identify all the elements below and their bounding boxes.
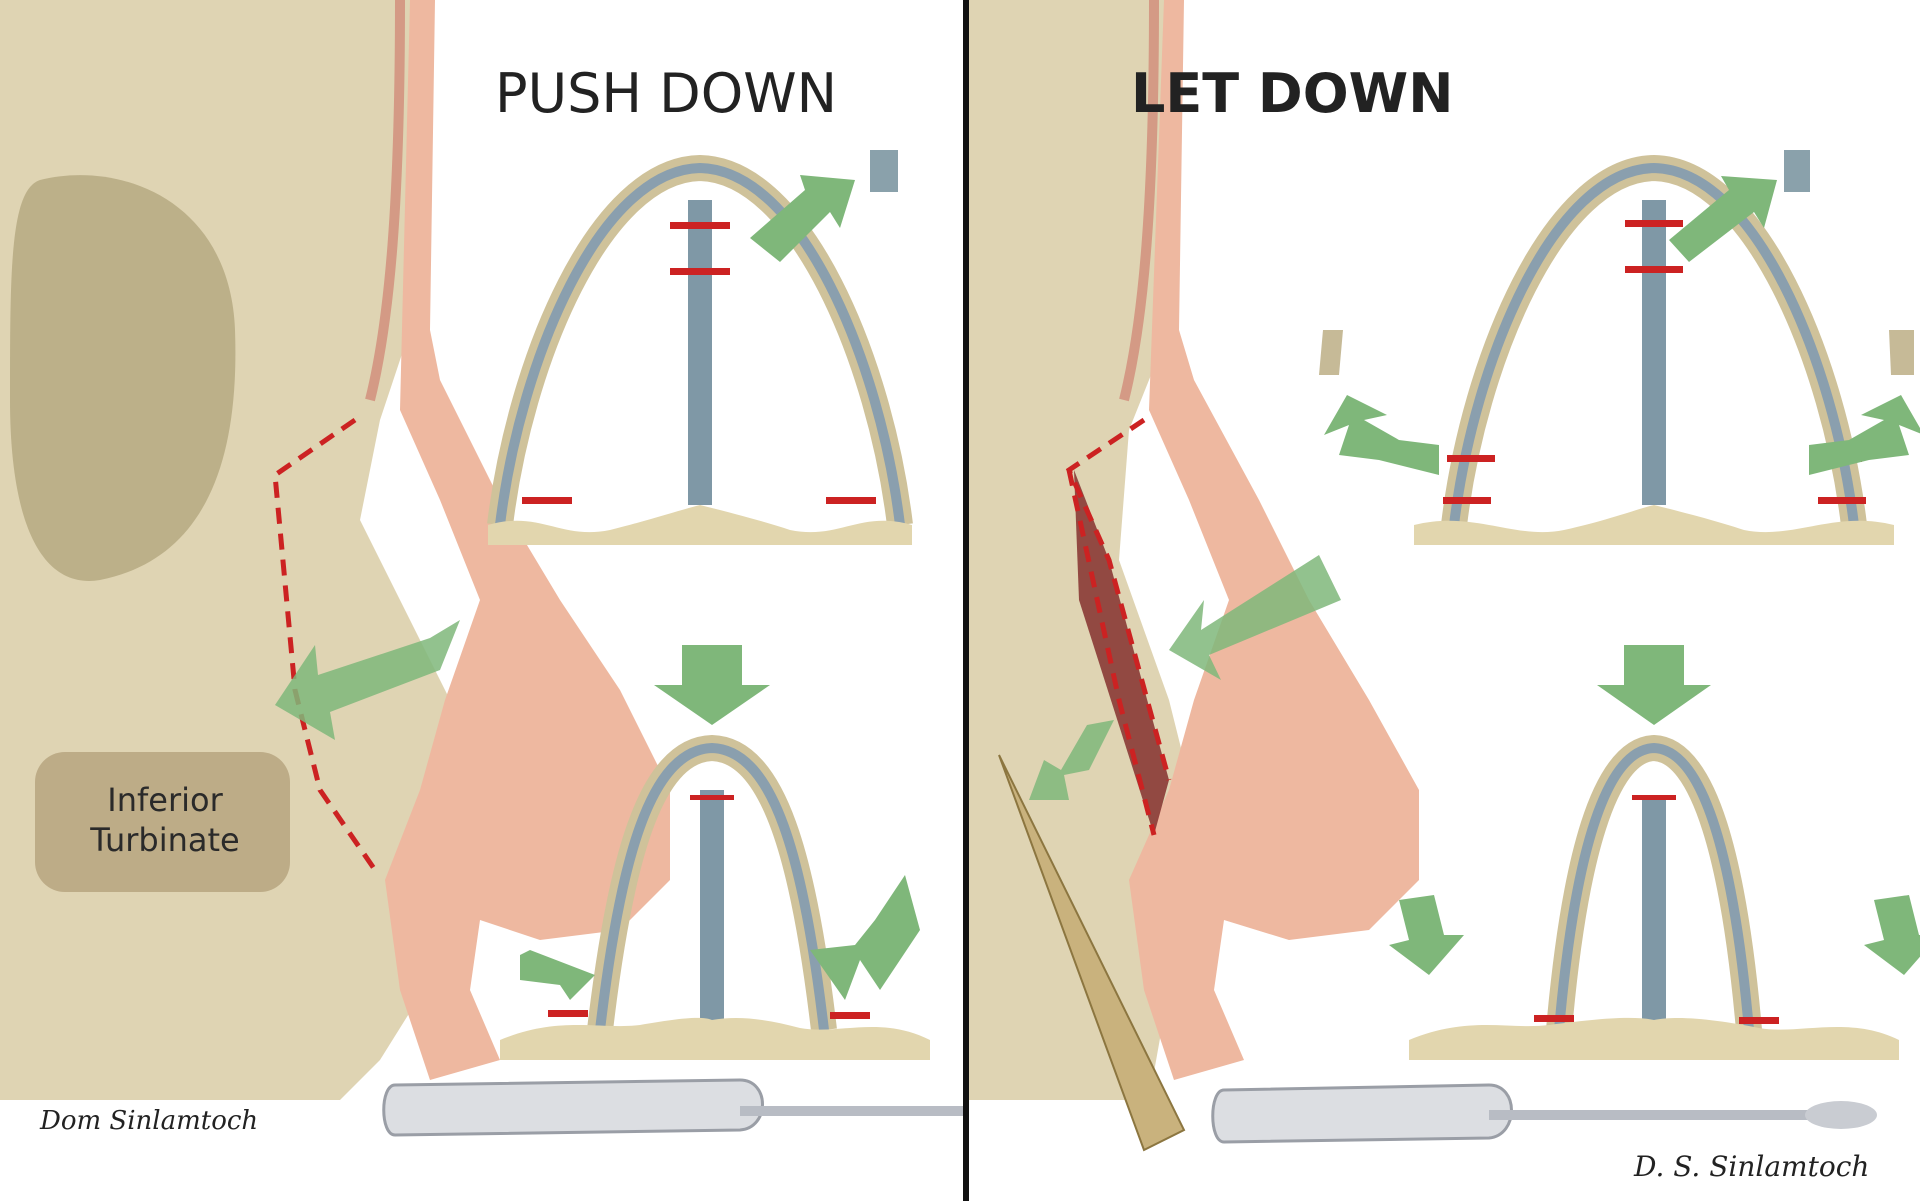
push-down-illustration <box>0 0 963 1137</box>
nasal-packing-instrument <box>382 1078 963 1137</box>
push-down-panel: PUSH DOWN Inferior Turbinate Dom Sinlamt… <box>0 0 963 1137</box>
orbit-shadow <box>10 175 236 581</box>
nasal-bone-edge <box>365 0 405 402</box>
artist-signature-left: Dom Sinlamtoch <box>40 1106 259 1136</box>
bone-fragment-arrow <box>1029 720 1114 800</box>
nasal-bone-edge <box>1119 0 1159 402</box>
cross-section-after <box>1389 645 1920 1060</box>
inferior-turbinate-label-line2: Turbinate <box>90 821 240 859</box>
let-down-title: LET DOWN <box>1131 62 1454 125</box>
inferior-turbinate-label: Inferior Turbinate <box>55 780 275 860</box>
let-down-illustration <box>969 0 1920 1152</box>
panel-divider <box>963 0 969 1201</box>
let-down-panel: LET DOWN D. S. Sinlamtoch <box>969 0 1920 1201</box>
osteotome-instrument <box>998 754 1186 1152</box>
push-down-title: PUSH DOWN <box>495 62 838 125</box>
push-arrow-face <box>275 620 460 740</box>
cross-section-before <box>1319 150 1920 545</box>
inferior-turbinate-label-line1: Inferior <box>107 781 223 819</box>
osteotomy-cut-line <box>1065 417 1172 836</box>
osteotomy-wedge <box>1074 470 1169 835</box>
artist-signature-right: D. S. Sinlamtoch <box>1634 1150 1870 1183</box>
let-arrow-face <box>1169 555 1341 680</box>
cross-section-after <box>500 645 930 1060</box>
cross-section-before <box>487 150 913 545</box>
nose-profile <box>385 0 670 1080</box>
nose-profile <box>1129 0 1419 1080</box>
nasal-packing-instrument <box>1211 1083 1877 1144</box>
inferior-turbinate-region <box>35 752 290 892</box>
